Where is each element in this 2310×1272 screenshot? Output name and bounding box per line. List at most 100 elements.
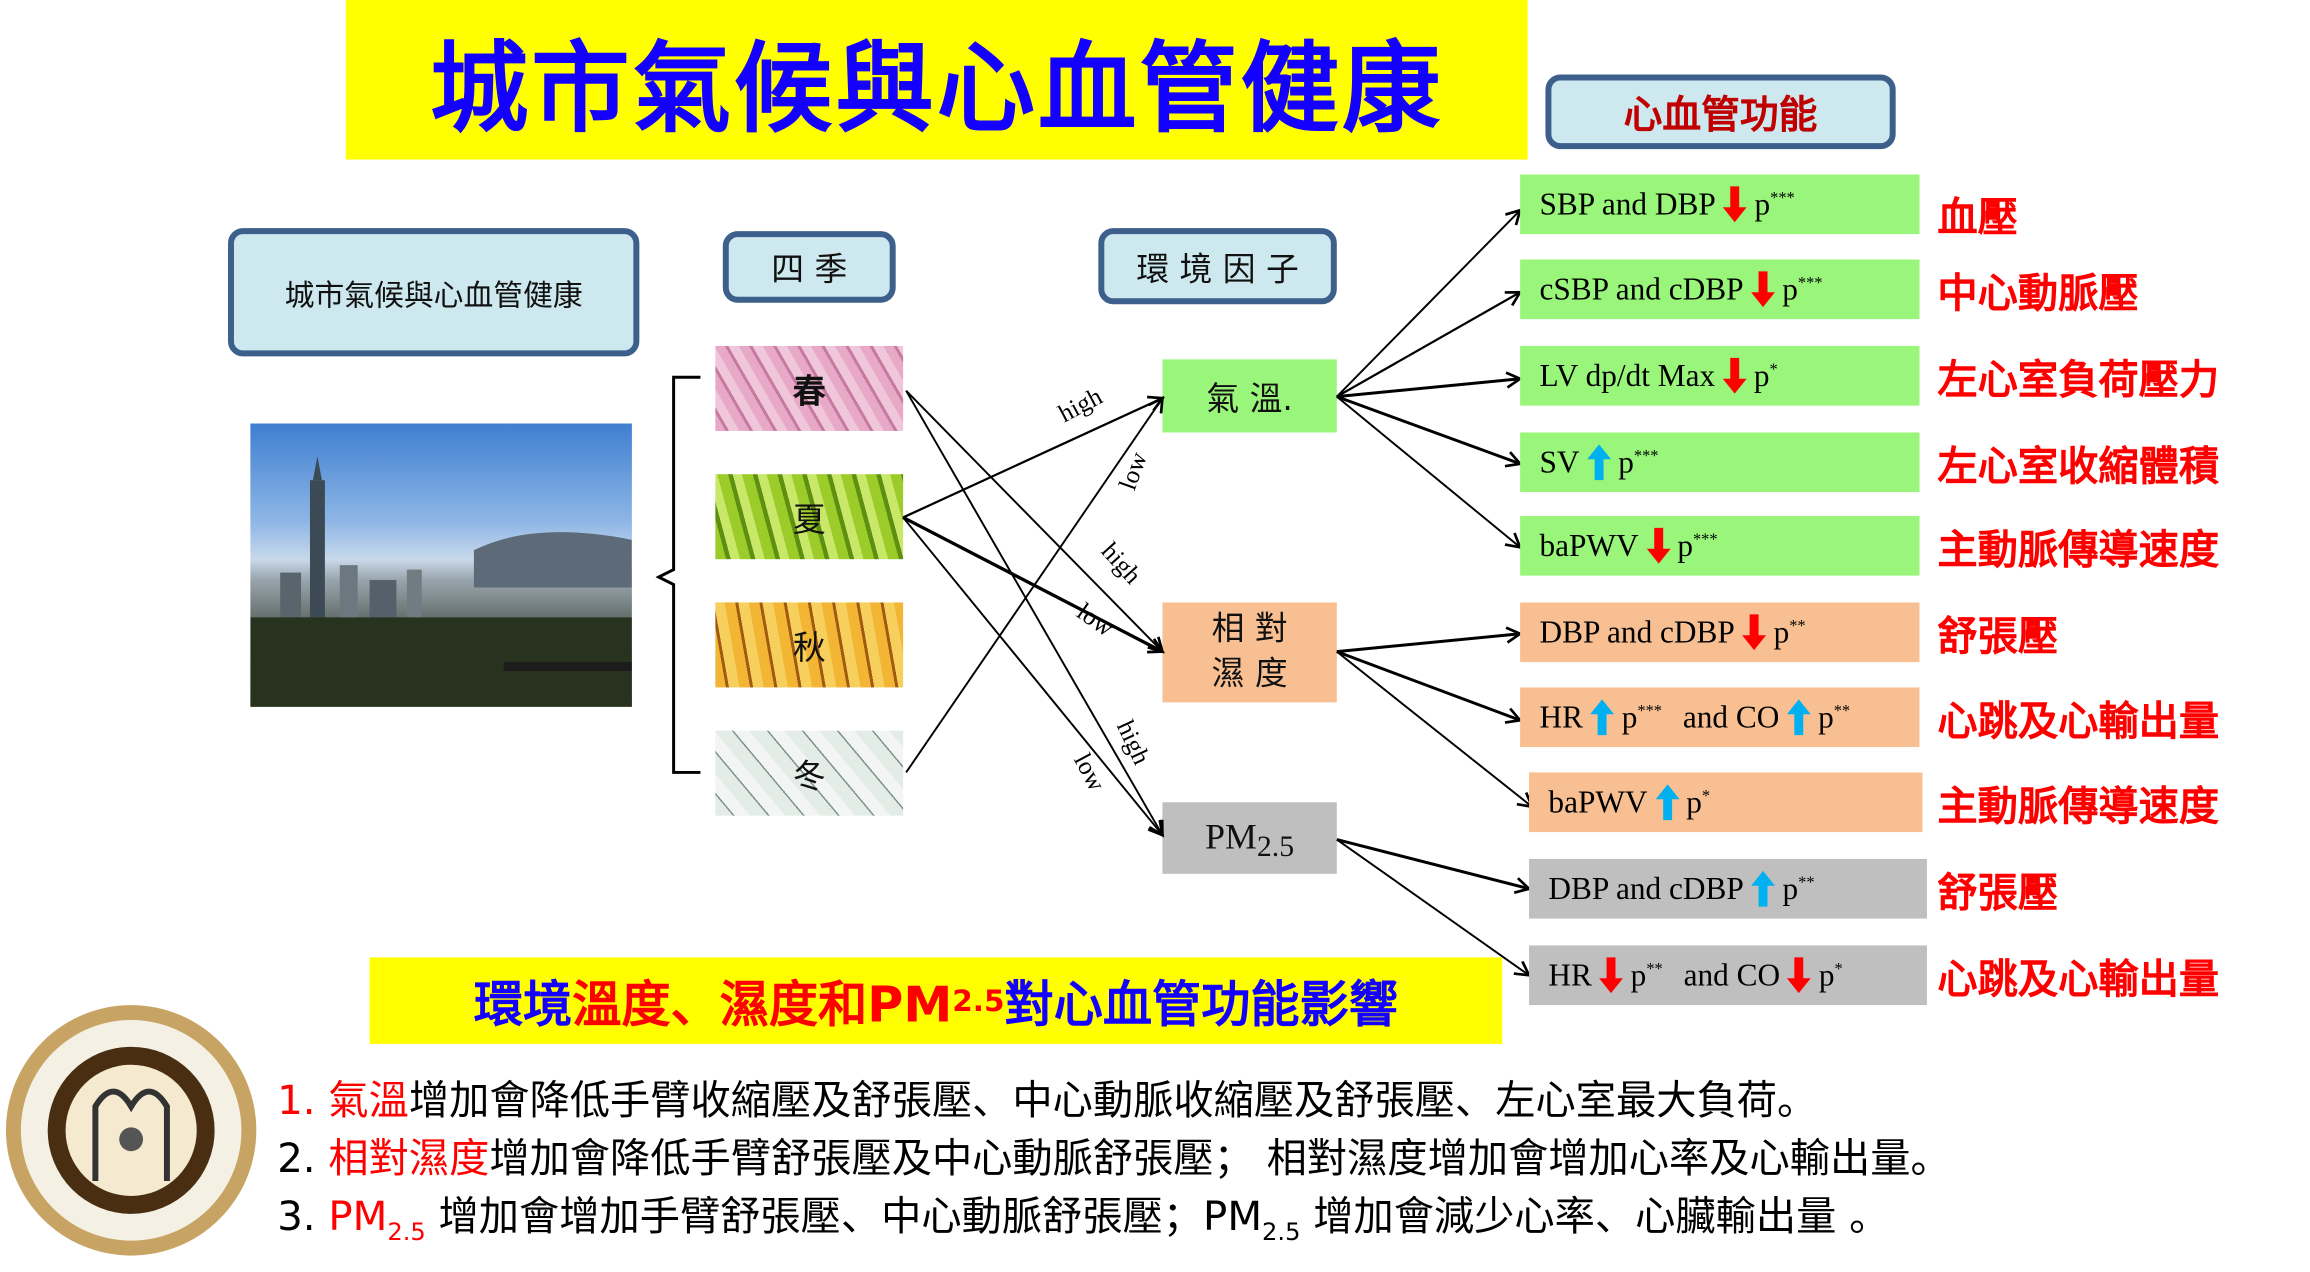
- seasons-header: 四 季: [722, 231, 896, 303]
- outcome-segment: DBP and cDBP p**: [1539, 613, 1806, 652]
- text-run: 增加會增加手臂舒張壓、中心動脈舒張壓；PM: [425, 1194, 1263, 1241]
- text-run: 環境: [473, 975, 573, 1034]
- arrow-pm-hr: [1336, 838, 1532, 977]
- text-run: 增加會降低手臂收縮壓及舒張壓、中心動脈收縮壓及舒張壓、左心室最大負荷。: [408, 1078, 1818, 1125]
- arrow-down-icon: [1646, 527, 1670, 564]
- measure-name: SV: [1539, 443, 1580, 480]
- text-run: 對心血管功能影響: [1004, 975, 1398, 1034]
- arrow-winter-temperature: [905, 395, 1164, 773]
- topic-label: 城市氣候與心血管健康: [284, 276, 583, 313]
- p-value-label: p: [1773, 613, 1790, 650]
- arrow-hum-bapwv: [1336, 650, 1535, 809]
- arrow-temp-bapwv: [1336, 395, 1523, 550]
- factor-humidity: 相 對 濕 度: [1162, 602, 1337, 703]
- p-value-label: p: [1630, 956, 1647, 993]
- arrow-up-icon: [1586, 444, 1611, 481]
- outcome-box: DBP and cDBP p**: [1520, 602, 1920, 663]
- arrow-down-icon: [1723, 186, 1748, 223]
- factor-pm-subscript: 2.5: [1256, 829, 1295, 863]
- text-run: 2.5: [1262, 1217, 1301, 1246]
- city-photo: [250, 423, 632, 707]
- arrow-up-icon: [1654, 784, 1679, 821]
- factor-temperature-label: 氣 溫.: [1206, 381, 1293, 419]
- outcome-segment: and CO p**: [1683, 698, 1850, 737]
- arrow-down-icon: [1742, 614, 1767, 651]
- text-run: 1.: [277, 1078, 329, 1125]
- season-spring: 春: [715, 345, 904, 431]
- outcome-label: 主動脈傳導速度: [1937, 783, 2220, 830]
- significance-stars: **: [1646, 960, 1663, 979]
- significance-stars: ***: [1797, 274, 1823, 293]
- university-seal-logo: [5, 1005, 257, 1256]
- p-value-label: p: [1818, 956, 1835, 993]
- season-label: 冬: [792, 758, 826, 796]
- outcome-label: 心跳及心輸出量: [1937, 698, 2220, 745]
- season-label: 秋: [792, 630, 826, 668]
- arrow-hum-hr: [1336, 650, 1523, 724]
- outcome-label: 主動脈傳導速度: [1937, 527, 2220, 574]
- significance-stars: ***: [1637, 702, 1662, 721]
- finding-line: 1. 氣溫增加會降低手臂收縮壓及舒張壓、中心動脈收縮壓及舒張壓、左心室最大負荷。: [277, 1068, 1817, 1126]
- outcome-label: 舒張壓: [1937, 613, 2059, 660]
- outcome-segment: HR p***: [1539, 698, 1662, 737]
- factors-header: 環 境 因 子: [1098, 228, 1337, 305]
- arrow-up-icon: [1590, 699, 1615, 736]
- arrow-temp-csbp: [1336, 290, 1523, 398]
- text-run: 增加會減少心率、心臟輸出量 。: [1300, 1194, 1890, 1241]
- p-value-label: p: [1782, 870, 1799, 906]
- text-run: 2.5: [387, 1217, 426, 1246]
- text-run: 增加會降低手臂舒張壓及中心動脈舒張壓； 相對濕度增加會增加心率及心輸出量。: [489, 1136, 1951, 1183]
- arrow-hum-dbp: [1336, 626, 1523, 654]
- p-value-label: p: [1621, 698, 1638, 735]
- arrow-down-icon: [1787, 957, 1812, 994]
- measure-name: HR: [1539, 698, 1583, 735]
- finding-line: 2. 相對濕度增加會降低手臂舒張壓及中心動脈舒張壓； 相對濕度增加會增加心率及心…: [277, 1126, 1951, 1184]
- text-run: 氣溫: [328, 1078, 409, 1125]
- outcome-label: 心跳及心輸出量: [1937, 956, 2220, 1003]
- season-label: 春: [792, 373, 826, 411]
- season-label: 夏: [792, 501, 826, 540]
- measure-name: baPWV: [1548, 783, 1648, 820]
- factors-label: 環 境 因 子: [1136, 251, 1299, 289]
- significance-stars: **: [1789, 617, 1806, 636]
- arrow-pm-dbp: [1336, 838, 1532, 894]
- p-value-label: p: [1686, 783, 1702, 820]
- arrow-temp-lv: [1336, 371, 1523, 399]
- p-value-label: p: [1818, 698, 1834, 735]
- season-summer: 夏: [715, 474, 904, 560]
- measure-name: and CO: [1682, 698, 1780, 735]
- significance-stars: **: [1833, 702, 1851, 721]
- factor-humidity-line1: 相 對: [1211, 610, 1288, 648]
- arrow-down-icon: [1722, 357, 1747, 394]
- measure-name: DBP and cDBP: [1539, 613, 1735, 650]
- arrow-down-icon: [1599, 957, 1624, 994]
- topic-box: 城市氣候與心血管健康: [228, 228, 640, 357]
- arrow-summer-humidity: [902, 515, 1165, 654]
- significance-stars: **: [1798, 873, 1815, 892]
- p-value-label: p: [1677, 527, 1693, 563]
- outcome-label: 左心室負荷壓力: [1937, 357, 2220, 404]
- p-value-label: p: [1782, 270, 1798, 307]
- finding-line: 3. PM2.5 增加會增加手臂舒張壓、中心動脈舒張壓；PM2.5 增加會減少心…: [277, 1184, 1890, 1246]
- seasons-label: 四 季: [771, 252, 848, 290]
- measure-name: SBP and DBP: [1539, 185, 1716, 222]
- p-value-label: p: [1618, 443, 1634, 480]
- p-value-label: p: [1753, 357, 1770, 393]
- text-run: 相對濕度: [328, 1136, 490, 1183]
- season-winter: 冬: [715, 730, 904, 816]
- arrow-up-icon: [1751, 870, 1776, 907]
